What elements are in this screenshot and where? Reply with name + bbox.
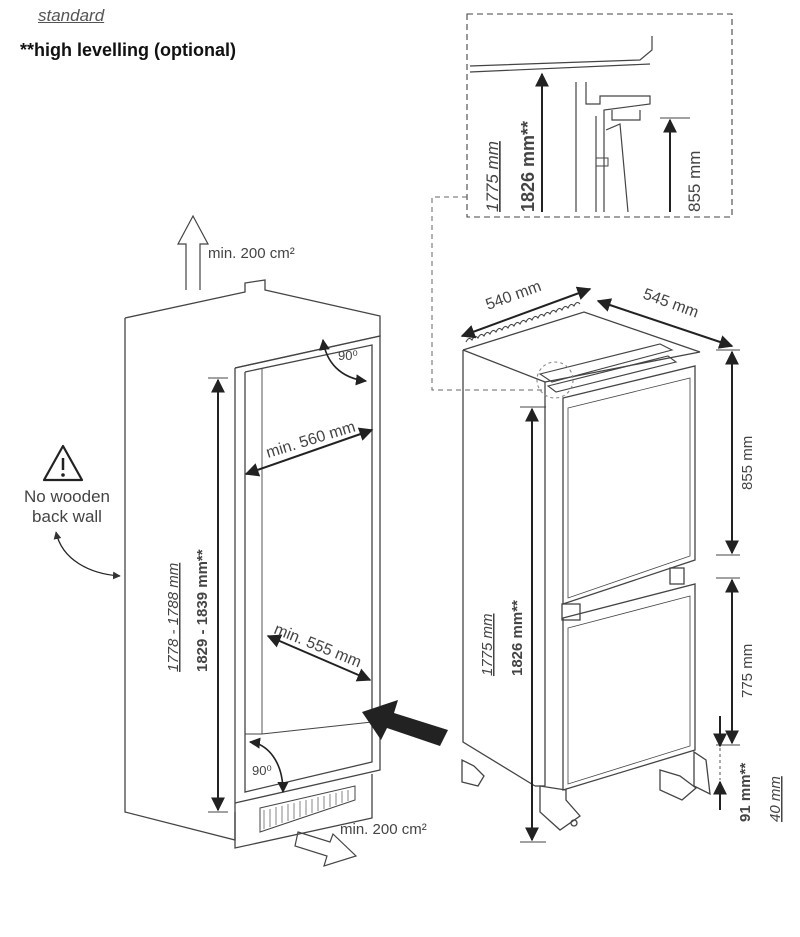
upper-door [562,365,696,605]
appliance-doors [561,365,696,791]
width-bottom-dimension [266,634,372,682]
top-hinge [536,343,678,399]
cabinet-height-standard: 1778 - 1788 mm [165,563,182,672]
upper-section-label: 855 mm [739,436,756,490]
air-outlet-arrow [176,214,210,290]
legend-standard: standard [38,6,105,25]
detail-upper-label: 855 mm [685,151,704,212]
appliance-depth-label: 545 mm [641,286,701,322]
width-top-dimension [244,427,374,477]
detail-height-high: 1826 mm** [518,121,538,212]
angle-bottom-arc [248,737,289,794]
cabinet-opening [244,344,373,793]
warning-line1: No wooden [24,487,110,506]
foot-high-label: 91 mm** [737,763,754,822]
warning-icon [42,444,84,482]
legend-high-levelling: **high levelling (optional) [20,40,236,61]
cabinet-front-frame [234,335,381,804]
grille-slats [263,790,349,829]
insertion-arrow [362,700,448,746]
cabinet-plinth [234,774,373,849]
angle-top-label: 90⁰ [338,348,358,363]
top-vent-serration [465,301,581,343]
vent-top-label: min. 200 cm² [208,245,295,262]
appliance-height-standard: 1775 mm [479,613,496,676]
cabinet-niche [124,279,381,849]
angle-top-arc [318,338,368,386]
lower-section-label: 775 mm [739,644,756,698]
appliance-body [462,311,701,787]
middle-hinge [561,603,581,621]
warning-pointer [53,531,121,580]
cabinet-side-panel [124,318,236,841]
cabinet-top-panel [124,279,381,369]
appliance-width-dimension [460,286,592,339]
legend-high-label: high levelling (optional) [34,40,237,60]
detail-inset [431,13,733,391]
legend-high-marker: ** [20,40,35,60]
ventilation-grille [259,785,356,833]
appliance-height-high: 1826 mm** [509,600,526,676]
cabinet-height-high: 1829 - 1839 mm** [194,549,211,672]
angle-bottom-label: 90⁰ [252,763,272,778]
foot-standard-label: 40 mm [767,776,784,822]
detail-height-standard: 1775 mm [483,141,502,212]
vent-bottom-label: min. 200 cm² [340,821,427,838]
width-bottom-label: min. 555 mm [272,621,364,671]
warning-line2: back wall [32,507,102,526]
air-inlet-arrow [294,831,358,867]
appliance-depth-dimension [596,298,734,349]
lower-door [562,583,696,791]
appliance-feet [461,750,711,831]
